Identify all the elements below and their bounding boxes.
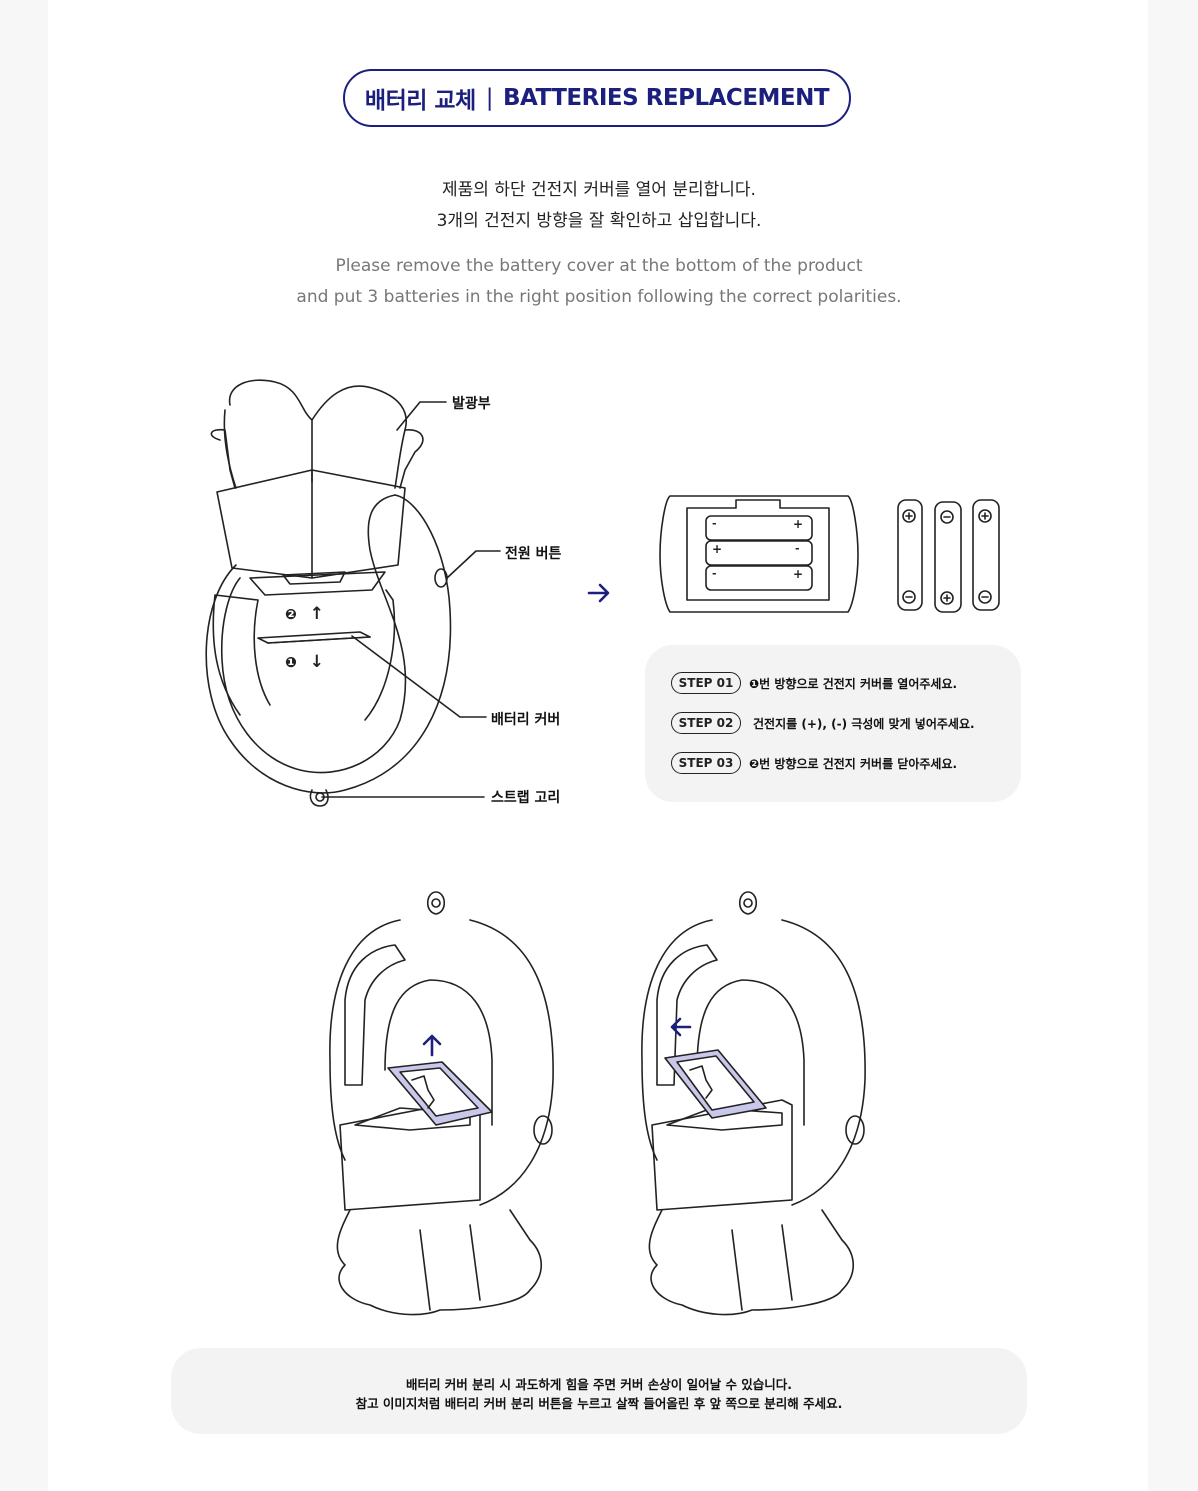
- caution-notice: 배터리 커버 분리 시 과도하게 힘을 주면 커버 손상이 일어날 수 있습니다…: [171, 1348, 1027, 1434]
- notice-line-2: 참고 이미지처럼 배터리 커버 분리 버튼을 누르고 살짝 들어올린 후 앞 쪽…: [355, 1396, 843, 1411]
- section-title: 배터리 교체 | BATTERIES REPLACEMENT: [343, 69, 851, 127]
- aa-batteries-illustration: [897, 499, 1000, 613]
- number-two-icon: ❷: [285, 607, 297, 623]
- title-en: BATTERIES REPLACEMENT: [502, 85, 830, 111]
- battery-compartment-illustration: [659, 495, 859, 613]
- step-badge: STEP 03: [671, 752, 741, 774]
- leader-line-cover: [351, 635, 487, 718]
- step-row: STEP 02 건전지를 (+), (-) 극성에 맞게 넣어주세요.: [671, 712, 975, 734]
- product-back-illustration-slide: [641, 891, 866, 1316]
- label-battery-cover: 배터리 커버: [491, 712, 561, 728]
- arrow-right-icon: [587, 583, 610, 603]
- down-arrow-icon: ↓: [309, 652, 324, 672]
- intro-en-line-2: and put 3 batteries in the right positio…: [296, 287, 902, 307]
- leader-line-power: [446, 550, 501, 579]
- leader-line-glow: [396, 401, 447, 431]
- step-row: STEP 01 ❶번 방향으로 건전지 커버를 열어주세요.: [671, 672, 957, 694]
- number-one-icon: ❶: [285, 655, 297, 671]
- title-separator: |: [485, 85, 494, 111]
- up-arrow-icon: ↑: [309, 604, 324, 624]
- step-text: ❶번 방향으로 건전지 커버를 열어주세요.: [749, 676, 958, 691]
- product-front-illustration: [205, 379, 452, 807]
- intro-ko-line-1: 제품의 하단 건전지 커버를 열어 분리합니다.: [442, 180, 756, 200]
- label-power-button: 전원 버튼: [505, 546, 562, 562]
- intro-ko-line-2: 3개의 건전지 방향을 잘 확인하고 삽입합니다.: [436, 211, 762, 231]
- label-strap-ring: 스트랩 고리: [491, 790, 561, 806]
- polarity-3-right: +: [793, 567, 804, 581]
- label-glow-part: 발광부: [452, 396, 491, 412]
- steps-panel: STEP 01 ❶번 방향으로 건전지 커버를 열어주세요. STEP 02 건…: [645, 645, 1021, 802]
- battery-cover-lifted: [387, 1061, 493, 1126]
- step-badge: STEP 01: [671, 672, 741, 694]
- step-badge: STEP 02: [671, 712, 741, 734]
- polarity-3-left: -: [712, 567, 717, 580]
- arrow-left-icon: [670, 1017, 692, 1037]
- polarity-2-right: -: [795, 542, 800, 555]
- polarity-2-left: +: [712, 542, 723, 556]
- notice-line-1: 배터리 커버 분리 시 과도하게 힘을 주면 커버 손상이 일어날 수 있습니다…: [405, 1377, 793, 1392]
- battery-cover-slid: [664, 1049, 767, 1119]
- polarity-1-right: +: [793, 517, 804, 531]
- title-ko: 배터리 교체: [364, 88, 476, 114]
- intro-en-line-1: Please remove the battery cover at the b…: [335, 256, 863, 276]
- step-row: STEP 03 ❷번 방향으로 건전지 커버를 닫아주세요.: [671, 752, 957, 774]
- step-text: ❷번 방향으로 건전지 커버를 닫아주세요.: [749, 756, 958, 771]
- marker-step-two: ❷ ↑: [285, 604, 324, 624]
- arrow-up-icon: [422, 1034, 442, 1057]
- step-text: 건전지를 (+), (-) 극성에 맞게 넣어주세요.: [753, 716, 975, 731]
- polarity-1-left: -: [712, 517, 717, 530]
- marker-step-one: ❶ ↓: [285, 652, 324, 672]
